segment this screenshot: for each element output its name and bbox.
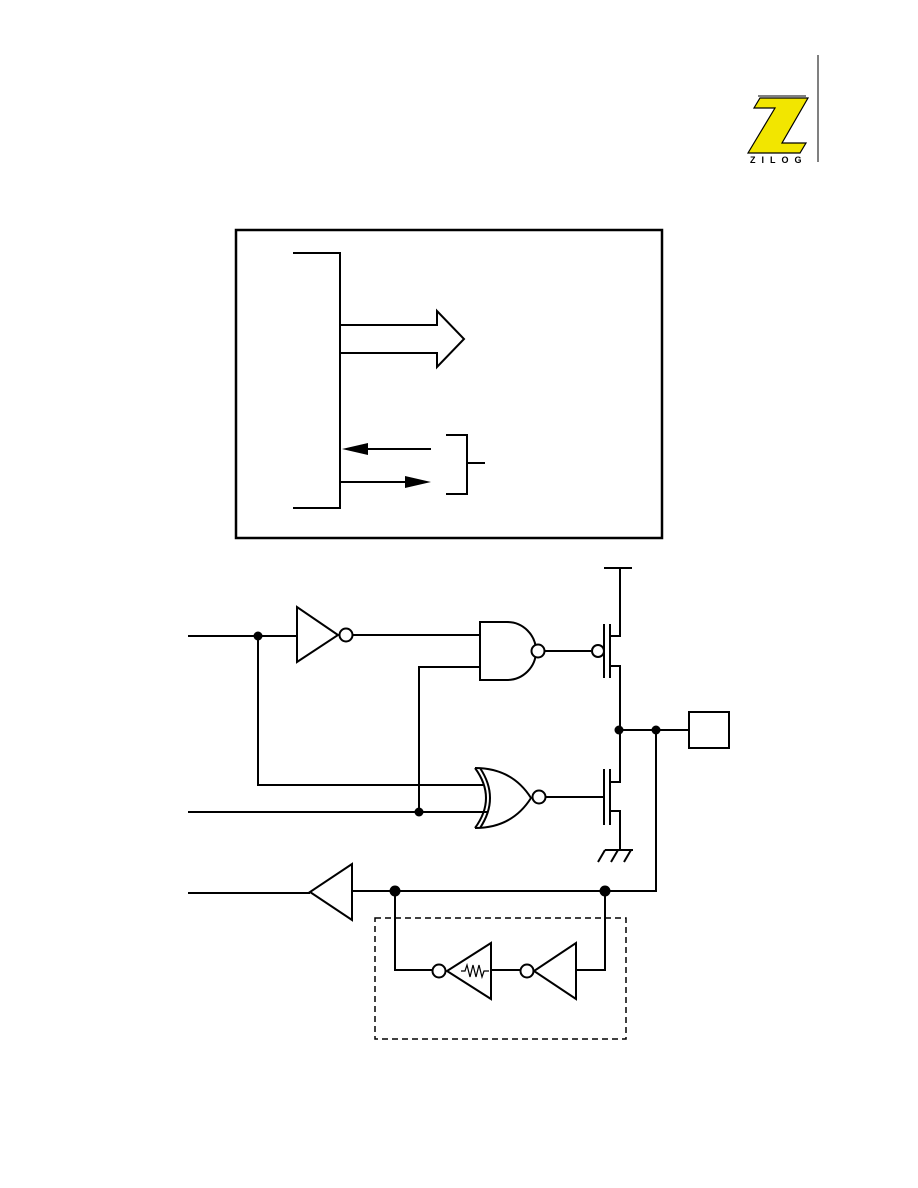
wire-pad-to-input — [352, 730, 657, 892]
inverter — [296, 605, 354, 664]
latch-inverter-resistive — [431, 941, 492, 1001]
resistor-symbol — [461, 962, 489, 980]
latch-dashed-box — [374, 917, 627, 1040]
nand-bubble — [530, 643, 546, 659]
zilog-z-mark — [746, 95, 810, 154]
latch-bubble — [431, 963, 447, 979]
ground-symbol — [597, 849, 633, 863]
nand-gate — [479, 621, 546, 681]
zilog-wordmark: ZILOG — [750, 155, 808, 165]
input-buffer — [308, 862, 353, 922]
port-bracket — [293, 252, 341, 509]
nor-gate — [474, 767, 547, 829]
latch-bubble — [519, 963, 535, 979]
circuit-schematic — [188, 567, 730, 1040]
nor-bubble — [531, 789, 547, 805]
block-diagram — [234, 228, 664, 540]
pad-terminal — [688, 711, 730, 749]
zilog-logo: ZILOG — [746, 55, 819, 165]
output-bus-arrow — [341, 308, 466, 370]
wire-data-to-nor — [257, 636, 483, 786]
pmos-gate-bubble — [591, 644, 605, 658]
wire-latch-right — [576, 891, 606, 971]
nmos-transistor — [603, 730, 621, 850]
latch-inverter — [519, 941, 577, 1001]
output-arrow — [341, 476, 431, 488]
pmos-transistor — [591, 568, 621, 730]
inverter-bubble — [338, 627, 354, 643]
wire-latch-left — [394, 891, 432, 971]
input-arrow — [342, 443, 431, 455]
io-bracket — [446, 434, 485, 495]
block-diagram-frame — [234, 228, 664, 540]
wire-enable-to-nand — [418, 666, 480, 812]
